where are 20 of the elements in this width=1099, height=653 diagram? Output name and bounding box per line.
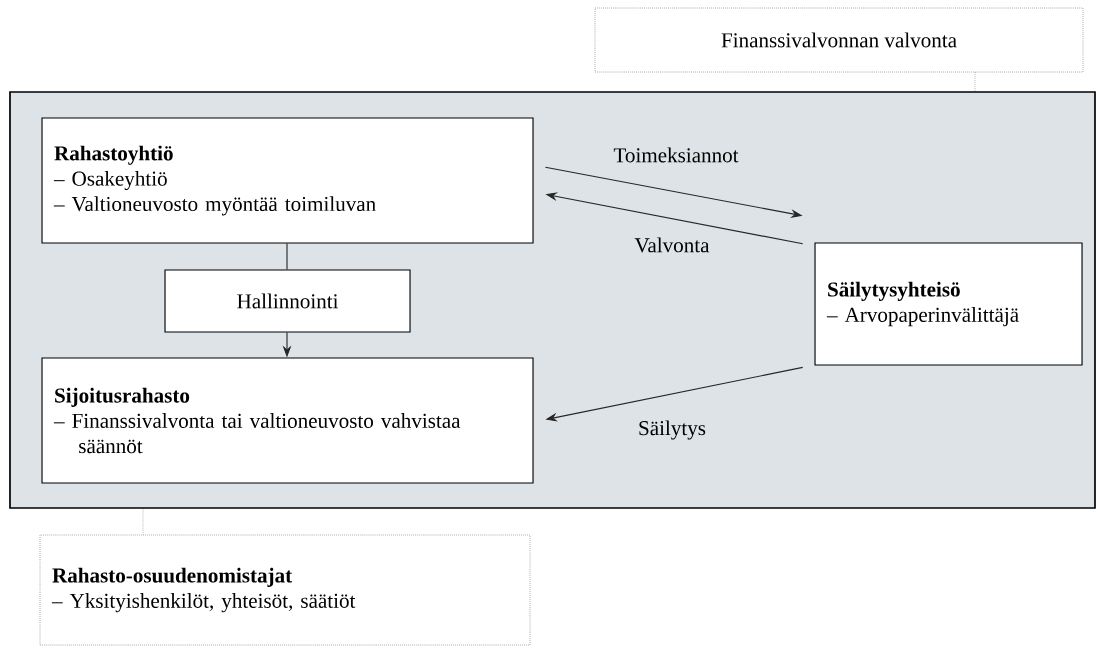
edge-label: Toimeksiannot: [612, 146, 740, 164]
box-heading: Rahasto-osuudenomistajat: [52, 567, 293, 587]
process-box: [41, 357, 534, 484]
box-heading: Sijoitusrahasto: [55, 387, 190, 407]
process-box: [41, 117, 534, 244]
edge-label: Säilytys: [636, 419, 708, 441]
process-box: [814, 242, 1083, 366]
edge-label: Valvonta: [633, 236, 711, 254]
list-item: – Finanssivalvonta tai valtioneuvosto vahvistaa säännöt: [53, 413, 461, 454]
note-box: [39, 534, 531, 646]
process-box: [164, 269, 411, 333]
box-text: Finanssivalvonnan valvonta: [721, 32, 957, 48]
box-heading: Säilytysyhteisö: [828, 281, 960, 301]
box-heading: Rahastoyhtiö: [54, 145, 173, 165]
list-item: – Arvopaperinvälittäjä: [826, 307, 1019, 327]
list-item: – Yksityishenkilöt, yhteisöt, säätiöt: [51, 593, 356, 613]
note-box: [594, 7, 1084, 73]
box-text: Hallinnointi: [237, 293, 339, 309]
list-item: – Valtioneuvosto myöntää toimiluvan: [53, 196, 376, 216]
list-item: – Osakeyhtiö: [53, 170, 167, 191]
